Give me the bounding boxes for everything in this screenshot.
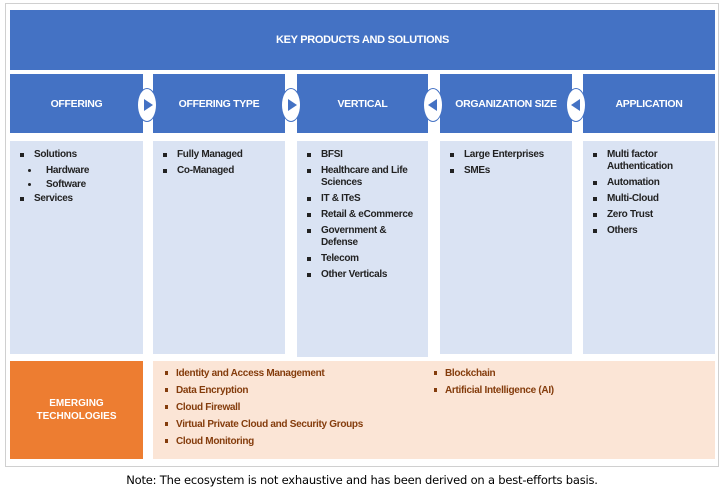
list-item: Co-Managed [161,165,279,177]
column-header: OFFERING [10,74,143,133]
column-body: BFSI Healthcare and Life Sciences IT & ITe… [297,141,428,357]
list-item: Government & Defense [305,225,422,249]
list-item: BFSI [305,149,422,161]
diagram-title: KEY PRODUCTS AND SOLUTIONS [10,10,715,70]
arrow-left-icon [423,88,443,122]
column-header: VERTICAL [297,74,428,133]
list-item: Services [18,193,137,205]
emerging-tech-item: Identity and Access Management [163,368,363,380]
footnote: Note: The ecosystem is not exhaustive an… [126,473,598,487]
emerging-tech-item: Virtual Private Cloud and Security Group… [163,419,363,431]
column-header: ORGANIZATION SIZE [440,74,572,133]
list-item: Large Enterprises [448,149,566,161]
arrow-right-icon [281,88,301,122]
emerging-tech-item: Data Encryption [163,385,363,397]
list-item: Zero Trust [591,209,709,221]
diagram-frame [5,3,719,467]
column-header: APPLICATION [583,74,715,133]
emerging-tech-item: Cloud Firewall [163,402,363,414]
sub-list-item: Software [18,179,137,191]
list-item: Automation [591,177,709,189]
arrow-right-icon [137,88,157,122]
sub-list-item: Hardware [18,165,137,177]
emerging-tech-item: Blockchain [432,368,554,380]
list-item: Multi-Cloud [591,193,709,205]
column-header: OFFERING TYPE [153,74,285,133]
list-item: Healthcare and Life Sciences [305,165,422,189]
emerging-tech-item: Artificial Intelligence (AI) [432,385,554,397]
list-item: Others [591,225,709,237]
list-item: Multi factor Authentication [591,149,709,173]
list-item: Fully Managed [161,149,279,161]
list-item: SMEs [448,165,566,177]
list-item: Telecom [305,253,422,265]
list-item: Retail & eCommerce [305,209,422,221]
emerging-technologies-label: EMERGING TECHNOLOGIES [10,361,143,459]
arrow-left-icon [566,88,586,122]
list-item: IT & ITeS [305,193,422,205]
list-item: Other Verticals [305,269,422,281]
emerging-tech-item: Cloud Monitoring [163,436,363,448]
list-item: Solutions [18,149,137,161]
